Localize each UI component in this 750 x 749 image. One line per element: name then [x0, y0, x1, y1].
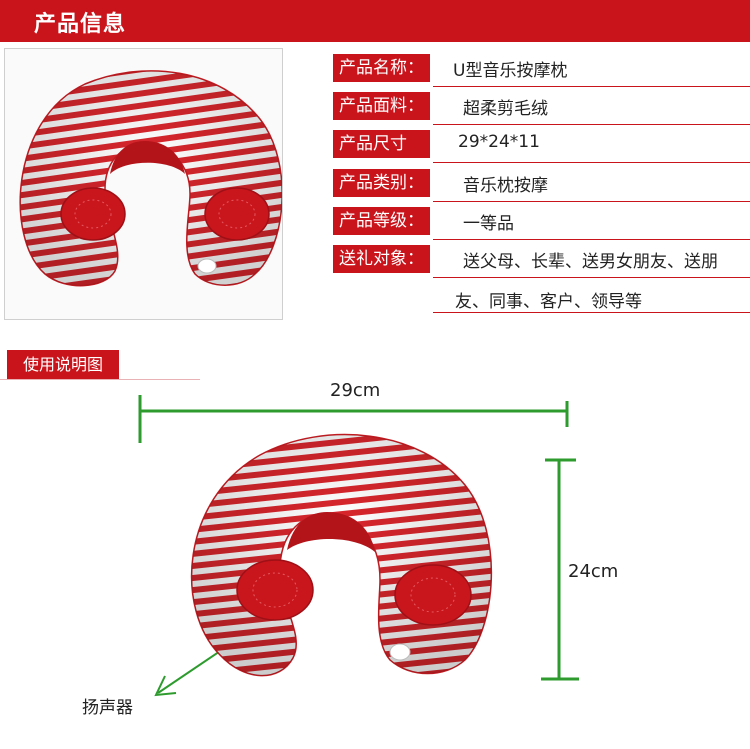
- spec-value-size: 29*24*11: [458, 132, 540, 152]
- product-main-image: [190, 433, 493, 677]
- spec-label-fabric: 产品面料: [339, 96, 407, 116]
- spec-value-category: 音乐枕按摩: [463, 176, 548, 196]
- spec-divider: [433, 277, 750, 278]
- speaker-left: [236, 559, 314, 621]
- spec-divider: [433, 162, 750, 163]
- header-title: 产品信息: [34, 12, 127, 37]
- spec-row-gift: 送礼对象： 送父母、长辈、送男女朋友、送朋: [333, 241, 750, 279]
- height-dimension-line: [541, 458, 579, 681]
- spec-label-category: 产品类别: [339, 173, 407, 193]
- spec-label-gift: 送礼对象: [339, 249, 407, 269]
- speaker-right: [394, 564, 472, 626]
- speaker-left-thumb: [60, 187, 126, 241]
- spec-label-size: 产品尺寸: [339, 134, 407, 154]
- spec-sep-grade: ：: [407, 211, 424, 231]
- spec-divider: [433, 201, 750, 202]
- spec-value-grade: 一等品: [463, 214, 514, 234]
- spec-row-grade: 产品等级： 一等品: [333, 203, 750, 241]
- spec-value-fabric: 超柔剪毛绒: [463, 99, 548, 119]
- spec-divider: [433, 86, 750, 87]
- spec-sep-category: ：: [407, 173, 424, 193]
- header-bar: [0, 0, 750, 42]
- spec-label-name: 产品名称: [339, 58, 407, 78]
- usage-section-divider: [0, 379, 200, 380]
- usage-section-title: 使用说明图: [7, 350, 119, 380]
- height-label: 24cm: [568, 561, 619, 582]
- spec-value-gift-cont: 友、同事、客户、领导等: [455, 292, 642, 312]
- width-label: 29cm: [330, 380, 381, 401]
- spec-value-name: U型音乐按摩枕: [453, 61, 568, 81]
- spec-sep-gift: ：: [407, 249, 424, 269]
- spec-row-size: 产品尺寸 29*24*11: [333, 126, 750, 164]
- spec-value-gift: 送父母、长辈、送男女朋友、送朋: [463, 252, 718, 272]
- spec-label-grade: 产品等级: [339, 211, 407, 231]
- spec-sep-name: ：: [407, 58, 424, 78]
- spec-divider: [433, 239, 750, 240]
- spec-row-name: 产品名称： U型音乐按摩枕: [333, 50, 750, 88]
- speaker-label: 扬声器: [82, 698, 133, 718]
- spec-sep-fabric: ：: [407, 96, 424, 116]
- spec-divider: [433, 124, 750, 125]
- spec-row-category: 产品类别： 音乐枕按摩: [333, 165, 750, 203]
- width-dimension-line: [138, 395, 569, 443]
- spec-divider: [433, 312, 750, 313]
- spec-row-fabric: 产品面料： 超柔剪毛绒: [333, 88, 750, 126]
- product-thumbnail: [4, 48, 283, 320]
- speaker-right-thumb: [204, 187, 270, 241]
- header-divider: [0, 42, 750, 44]
